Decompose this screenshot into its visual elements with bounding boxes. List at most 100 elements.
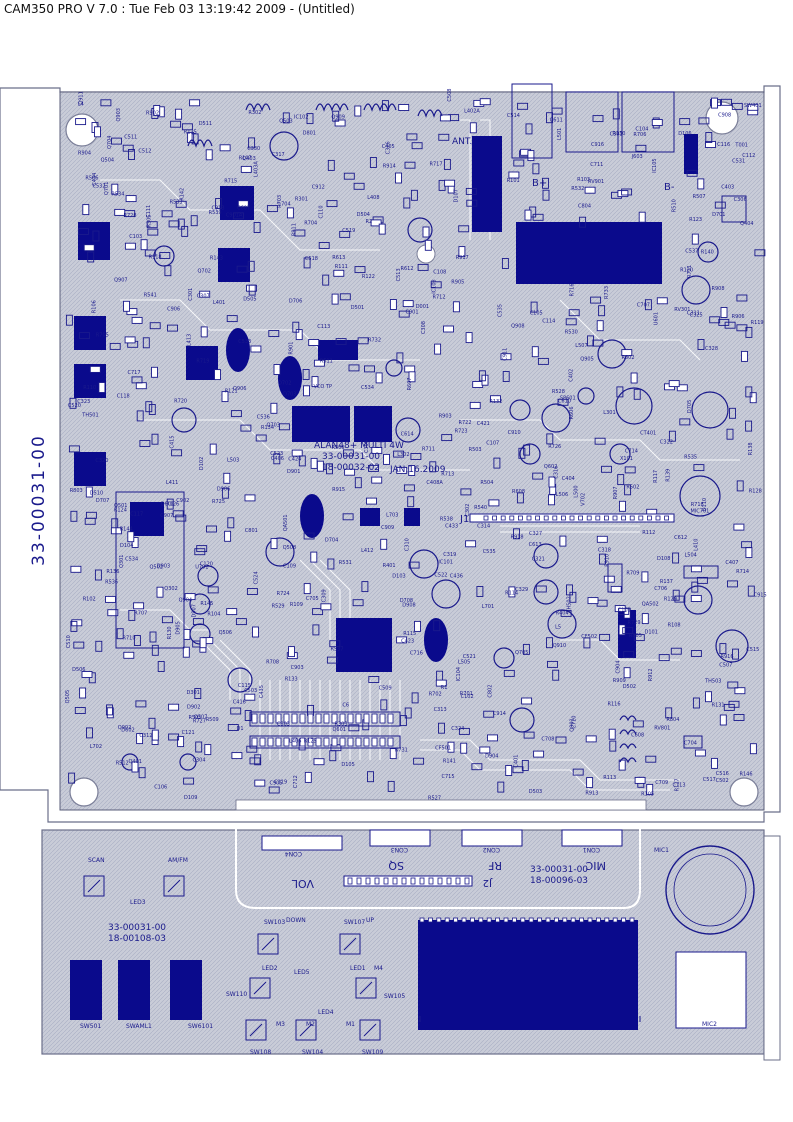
component-refdes: C714 xyxy=(625,448,638,454)
component-refdes: Q911 xyxy=(78,91,84,104)
smd-pad xyxy=(527,150,535,162)
component-refdes: R404 xyxy=(556,611,569,617)
component-refdes: C110 xyxy=(319,205,325,218)
connector-pin xyxy=(331,713,338,724)
component-refdes: C421 xyxy=(477,421,490,427)
smd-pad xyxy=(369,157,377,168)
component-refdes: D701 xyxy=(712,212,725,218)
component-refdes: D902 xyxy=(187,704,200,710)
smd-pad xyxy=(230,410,242,418)
connector-pin xyxy=(365,877,371,885)
connector-pin xyxy=(355,713,362,724)
smd-pad xyxy=(335,338,347,346)
component-refdes: C404 xyxy=(562,476,575,482)
component-refdes: R703 xyxy=(277,195,283,208)
component-refdes: D106 xyxy=(678,131,691,137)
connector-pin xyxy=(339,737,346,747)
component-refdes: C708 xyxy=(541,736,554,742)
component-refdes: C519 xyxy=(342,228,355,234)
component-refdes: C114 xyxy=(542,319,555,325)
smd-pad xyxy=(476,586,484,597)
smd-pad xyxy=(254,779,266,787)
smd-pad xyxy=(691,581,699,593)
smd-pad xyxy=(151,366,158,378)
smd-pad xyxy=(273,364,281,375)
smd-pad xyxy=(548,494,555,506)
smd-pad xyxy=(406,133,418,141)
smd-pad xyxy=(318,242,330,249)
smd-pad xyxy=(646,783,654,795)
component-refdes: C531 xyxy=(732,159,745,165)
smd-pad xyxy=(424,239,432,251)
component-refdes: R730 xyxy=(612,131,625,137)
component-refdes: D602 xyxy=(121,728,134,734)
component-refdes: C512 xyxy=(138,149,151,155)
smd-pad xyxy=(641,613,649,625)
smd-pad xyxy=(483,710,495,718)
component-refdes: C910 xyxy=(508,430,521,436)
smd-pad xyxy=(696,576,708,584)
smd-pad xyxy=(131,376,143,384)
smd-pad xyxy=(161,616,173,624)
smd-pad xyxy=(282,112,290,124)
connector-pin xyxy=(436,917,442,923)
smd-pad xyxy=(168,733,180,741)
smd-pad xyxy=(719,643,727,655)
component-refdes: R122 xyxy=(362,274,375,280)
m1-label: M1 xyxy=(346,1021,355,1028)
component-refdes: X101 xyxy=(620,456,633,462)
component-refdes: C415 xyxy=(170,435,176,448)
component-refdes: C607 xyxy=(237,205,250,211)
component-refdes: R707 xyxy=(134,610,147,616)
smd-pad xyxy=(596,535,608,543)
smd-pad xyxy=(291,449,303,457)
smd-pad xyxy=(343,172,355,180)
component-refdes: D503 xyxy=(529,789,542,795)
smd-pad xyxy=(572,768,584,776)
smd-pad xyxy=(568,309,580,317)
smd-pad xyxy=(326,463,333,475)
component-refdes: R713 xyxy=(441,471,454,477)
smd-pad xyxy=(170,120,182,128)
component-refdes: D505 xyxy=(243,297,256,303)
smd-pad xyxy=(741,350,748,362)
component-refdes: C503 xyxy=(244,688,257,694)
smd-pad xyxy=(172,510,184,518)
smd-pad xyxy=(240,165,252,173)
connector-pin xyxy=(595,515,601,521)
component-refdes: C436 xyxy=(450,574,463,580)
connector-pin xyxy=(392,877,398,885)
smd-pad xyxy=(333,269,345,277)
component-refdes: D601 xyxy=(161,502,174,508)
component-refdes: C326 xyxy=(386,141,392,154)
smd-pad xyxy=(366,497,377,505)
smd-pad xyxy=(364,365,375,373)
smd-pad-field xyxy=(65,97,766,795)
component-refdes: D301 xyxy=(187,690,200,696)
component-refdes: R510 xyxy=(672,199,678,212)
smd-pad xyxy=(313,758,325,766)
component-refdes: R706 xyxy=(633,132,646,138)
component-refdes: Q507 xyxy=(194,715,207,721)
component-refdes: R536 xyxy=(105,580,118,586)
component-refdes: C106 xyxy=(154,785,167,791)
component-refdes: Q901 xyxy=(570,718,576,731)
component-refdes: C309 xyxy=(322,589,328,602)
connector-pin xyxy=(483,515,489,521)
component-refdes: C713 xyxy=(673,782,686,788)
smd-pad xyxy=(429,461,437,473)
connector-pin xyxy=(664,515,669,521)
component-refdes: L503 xyxy=(227,458,239,464)
component-refdes: C508 xyxy=(447,89,453,102)
smd-pad xyxy=(190,215,198,227)
connector-pin xyxy=(291,713,298,724)
component-refdes: Q704 xyxy=(107,136,113,149)
component-refdes: R504 xyxy=(480,480,493,486)
component-refdes: R505 xyxy=(332,445,345,451)
connector-pin xyxy=(259,713,266,724)
component-refdes: C119 xyxy=(274,780,287,786)
component-refdes: C706 xyxy=(654,586,667,592)
connector-pin xyxy=(520,917,526,923)
connector-pin xyxy=(552,515,558,521)
smd-pad xyxy=(493,457,501,469)
